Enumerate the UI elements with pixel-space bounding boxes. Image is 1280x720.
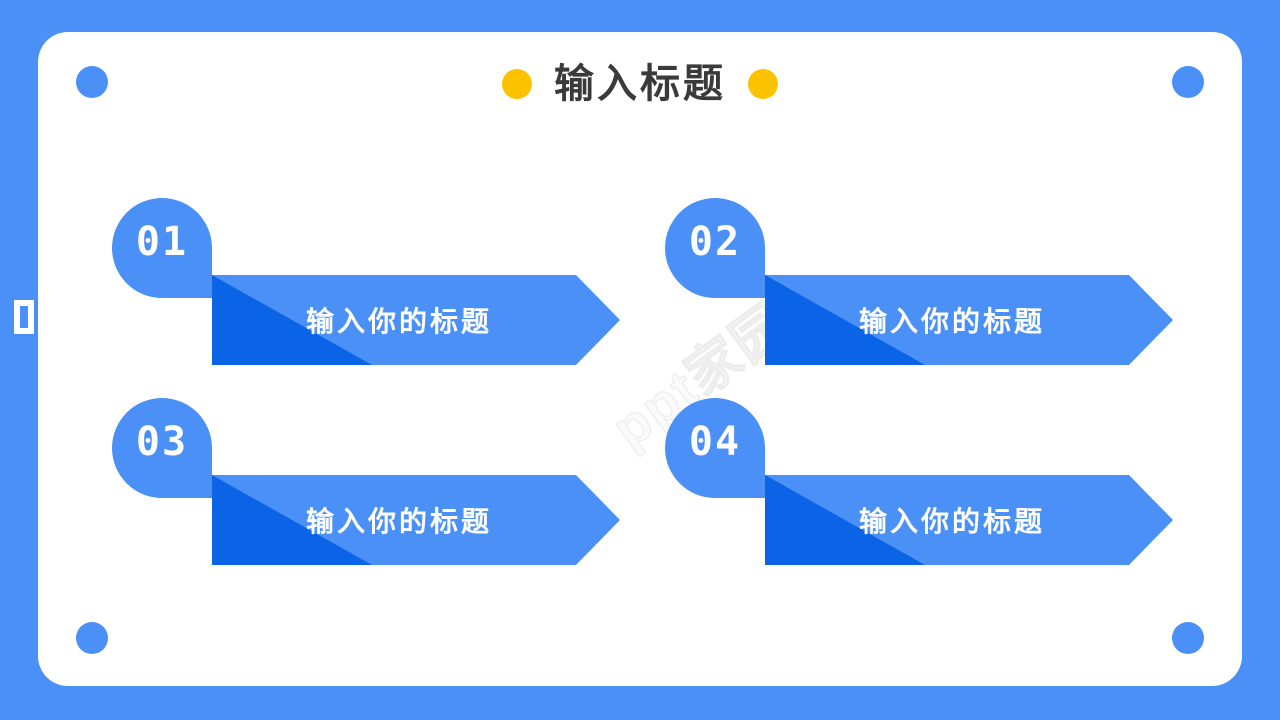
item-04-banner[interactable]: 输入你的标题 xyxy=(765,475,1173,565)
page-title: 输入标题 xyxy=(554,61,726,107)
item-03-banner[interactable]: 输入你的标题 xyxy=(212,475,620,565)
corner-dot-top-right xyxy=(1172,66,1204,98)
item-01-pin-icon xyxy=(112,198,212,298)
item-01-label: 输入你的标题 xyxy=(305,305,492,338)
title-dot-left-icon xyxy=(502,69,532,99)
corner-dot-bottom-right xyxy=(1172,622,1204,654)
item-02-label: 输入你的标题 xyxy=(858,305,1045,338)
slide-title-row: 输入标题 xyxy=(0,58,1280,110)
item-03[interactable]: 输入你的标题 03 xyxy=(112,398,672,578)
corner-dot-bottom-left xyxy=(76,622,108,654)
item-03-pin-icon xyxy=(112,398,212,498)
item-04-pin-icon xyxy=(665,398,765,498)
item-04-label: 输入你的标题 xyxy=(858,505,1045,538)
item-03-label: 输入你的标题 xyxy=(305,505,492,538)
item-02-pin-icon xyxy=(665,198,765,298)
corner-dot-top-left xyxy=(76,66,108,98)
item-01[interactable]: 输入你的标题 01 xyxy=(112,198,672,378)
item-04[interactable]: 输入你的标题 04 xyxy=(665,398,1225,578)
stray-glyph-box xyxy=(14,300,34,334)
item-02[interactable]: 输入你的标题 02 xyxy=(665,198,1225,378)
title-dot-right-icon xyxy=(748,69,778,99)
item-02-banner[interactable]: 输入你的标题 xyxy=(765,275,1173,365)
item-01-banner[interactable]: 输入你的标题 xyxy=(212,275,620,365)
